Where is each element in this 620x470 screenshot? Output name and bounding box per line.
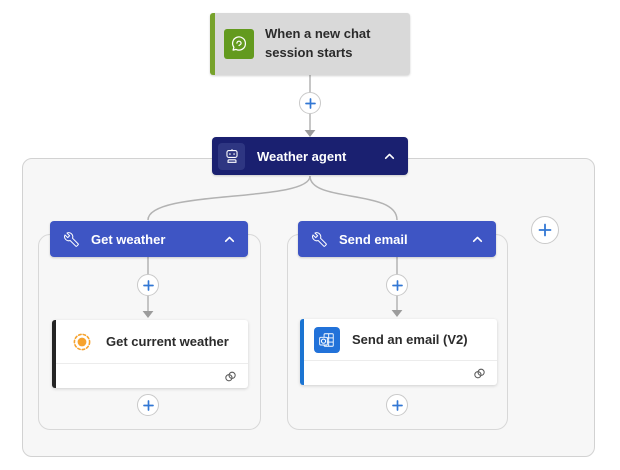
card-footer xyxy=(304,360,497,385)
insert-action-button-send-email[interactable] xyxy=(386,274,408,296)
wrench-icon xyxy=(64,231,79,247)
agent-label: Weather agent xyxy=(257,148,347,164)
branch-header-send-email[interactable]: Send email xyxy=(298,221,496,257)
agent-node-weather-agent[interactable]: Weather agent xyxy=(212,137,408,175)
add-branch-button[interactable] xyxy=(531,216,559,244)
insert-action-button-get-weather[interactable] xyxy=(137,274,159,296)
action-card-send-an-email-v2[interactable]: Send an email (V2) xyxy=(300,319,497,385)
trigger-node-when-new-chat-session-starts[interactable]: When a new chat session starts xyxy=(210,13,410,75)
card-label: Send an email (V2) xyxy=(352,332,468,347)
branch-collapse-chevron-up-icon[interactable] xyxy=(471,233,484,246)
card-footer xyxy=(56,363,248,388)
action-card-get-current-weather[interactable]: Get current weather xyxy=(52,320,248,388)
insert-action-button-top[interactable] xyxy=(299,92,321,114)
trigger-title: When a new chat session starts xyxy=(265,26,371,60)
robot-icon xyxy=(218,142,245,170)
link-icon[interactable] xyxy=(472,366,487,381)
branch-header-get-weather[interactable]: Get weather xyxy=(50,221,248,257)
add-action-button-get-weather-bottom[interactable] xyxy=(137,394,159,416)
outlook-icon xyxy=(314,326,340,353)
branch-collapse-chevron-up-icon[interactable] xyxy=(223,233,236,246)
card-title-row: Get current weather xyxy=(56,320,248,363)
card-label: Get current weather xyxy=(106,334,229,349)
wrench-icon xyxy=(312,231,327,247)
chat-icon xyxy=(224,29,254,59)
link-icon[interactable] xyxy=(223,369,238,384)
branch-label: Get weather xyxy=(91,231,166,247)
agent-collapse-chevron-up-icon[interactable] xyxy=(383,150,396,163)
card-title-row: Send an email (V2) xyxy=(304,319,497,360)
add-action-button-send-email-bottom[interactable] xyxy=(386,394,408,416)
branch-label: Send email xyxy=(339,231,408,247)
sun-icon xyxy=(70,330,94,354)
